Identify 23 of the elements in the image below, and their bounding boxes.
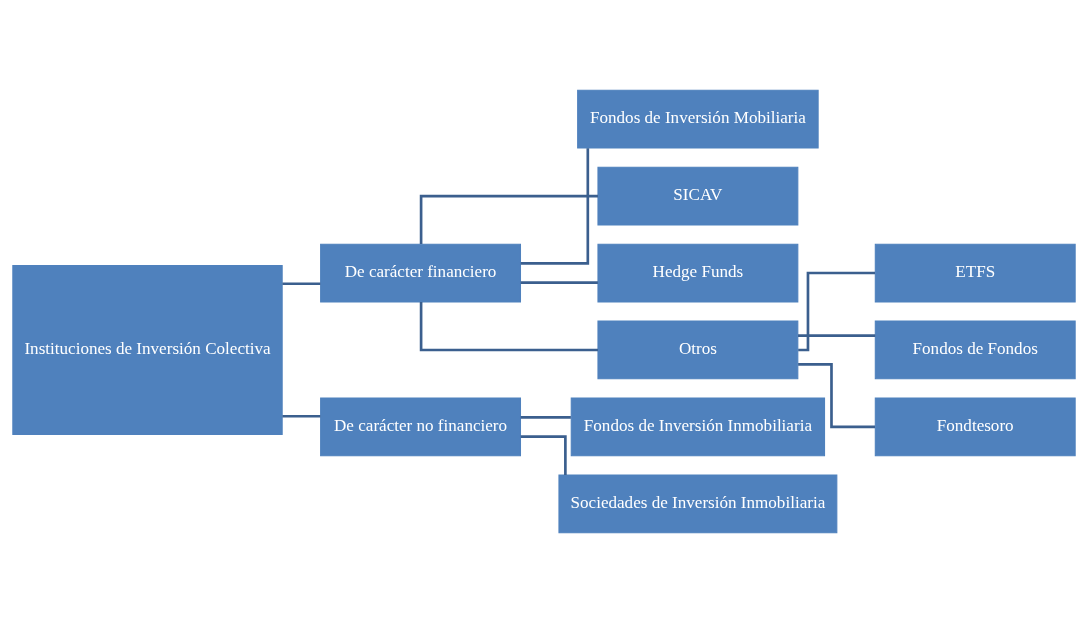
node-box: De carácter financiero — [320, 243, 522, 303]
node-box: Fondos de Inversión Mobiliaria — [577, 89, 819, 149]
connector — [520, 415, 571, 419]
connector — [798, 363, 875, 429]
connector — [520, 435, 567, 475]
node-box: Fondtesoro — [874, 397, 1076, 457]
node-box: Fondos de Fondos — [874, 320, 1076, 380]
connector — [520, 281, 598, 284]
node-box: ETFS — [874, 243, 1076, 303]
node-box: SICAV — [597, 166, 799, 226]
node-box: Otros — [597, 320, 799, 380]
connector — [282, 414, 321, 418]
connector — [419, 302, 598, 352]
node-box: Hedge Funds — [597, 243, 799, 303]
node-box: Sociedades de Inversión Inmobiliaria — [558, 474, 838, 534]
connector — [282, 282, 321, 286]
node-box: Fondos de Inversión Inmobiliaria — [570, 397, 826, 457]
node-box: Instituciones de Inversión Colectiva — [12, 265, 283, 435]
connector — [798, 271, 876, 352]
node-box: De carácter no financiero — [320, 397, 522, 457]
connector — [419, 194, 598, 244]
connector — [520, 148, 590, 265]
connector — [798, 334, 876, 337]
